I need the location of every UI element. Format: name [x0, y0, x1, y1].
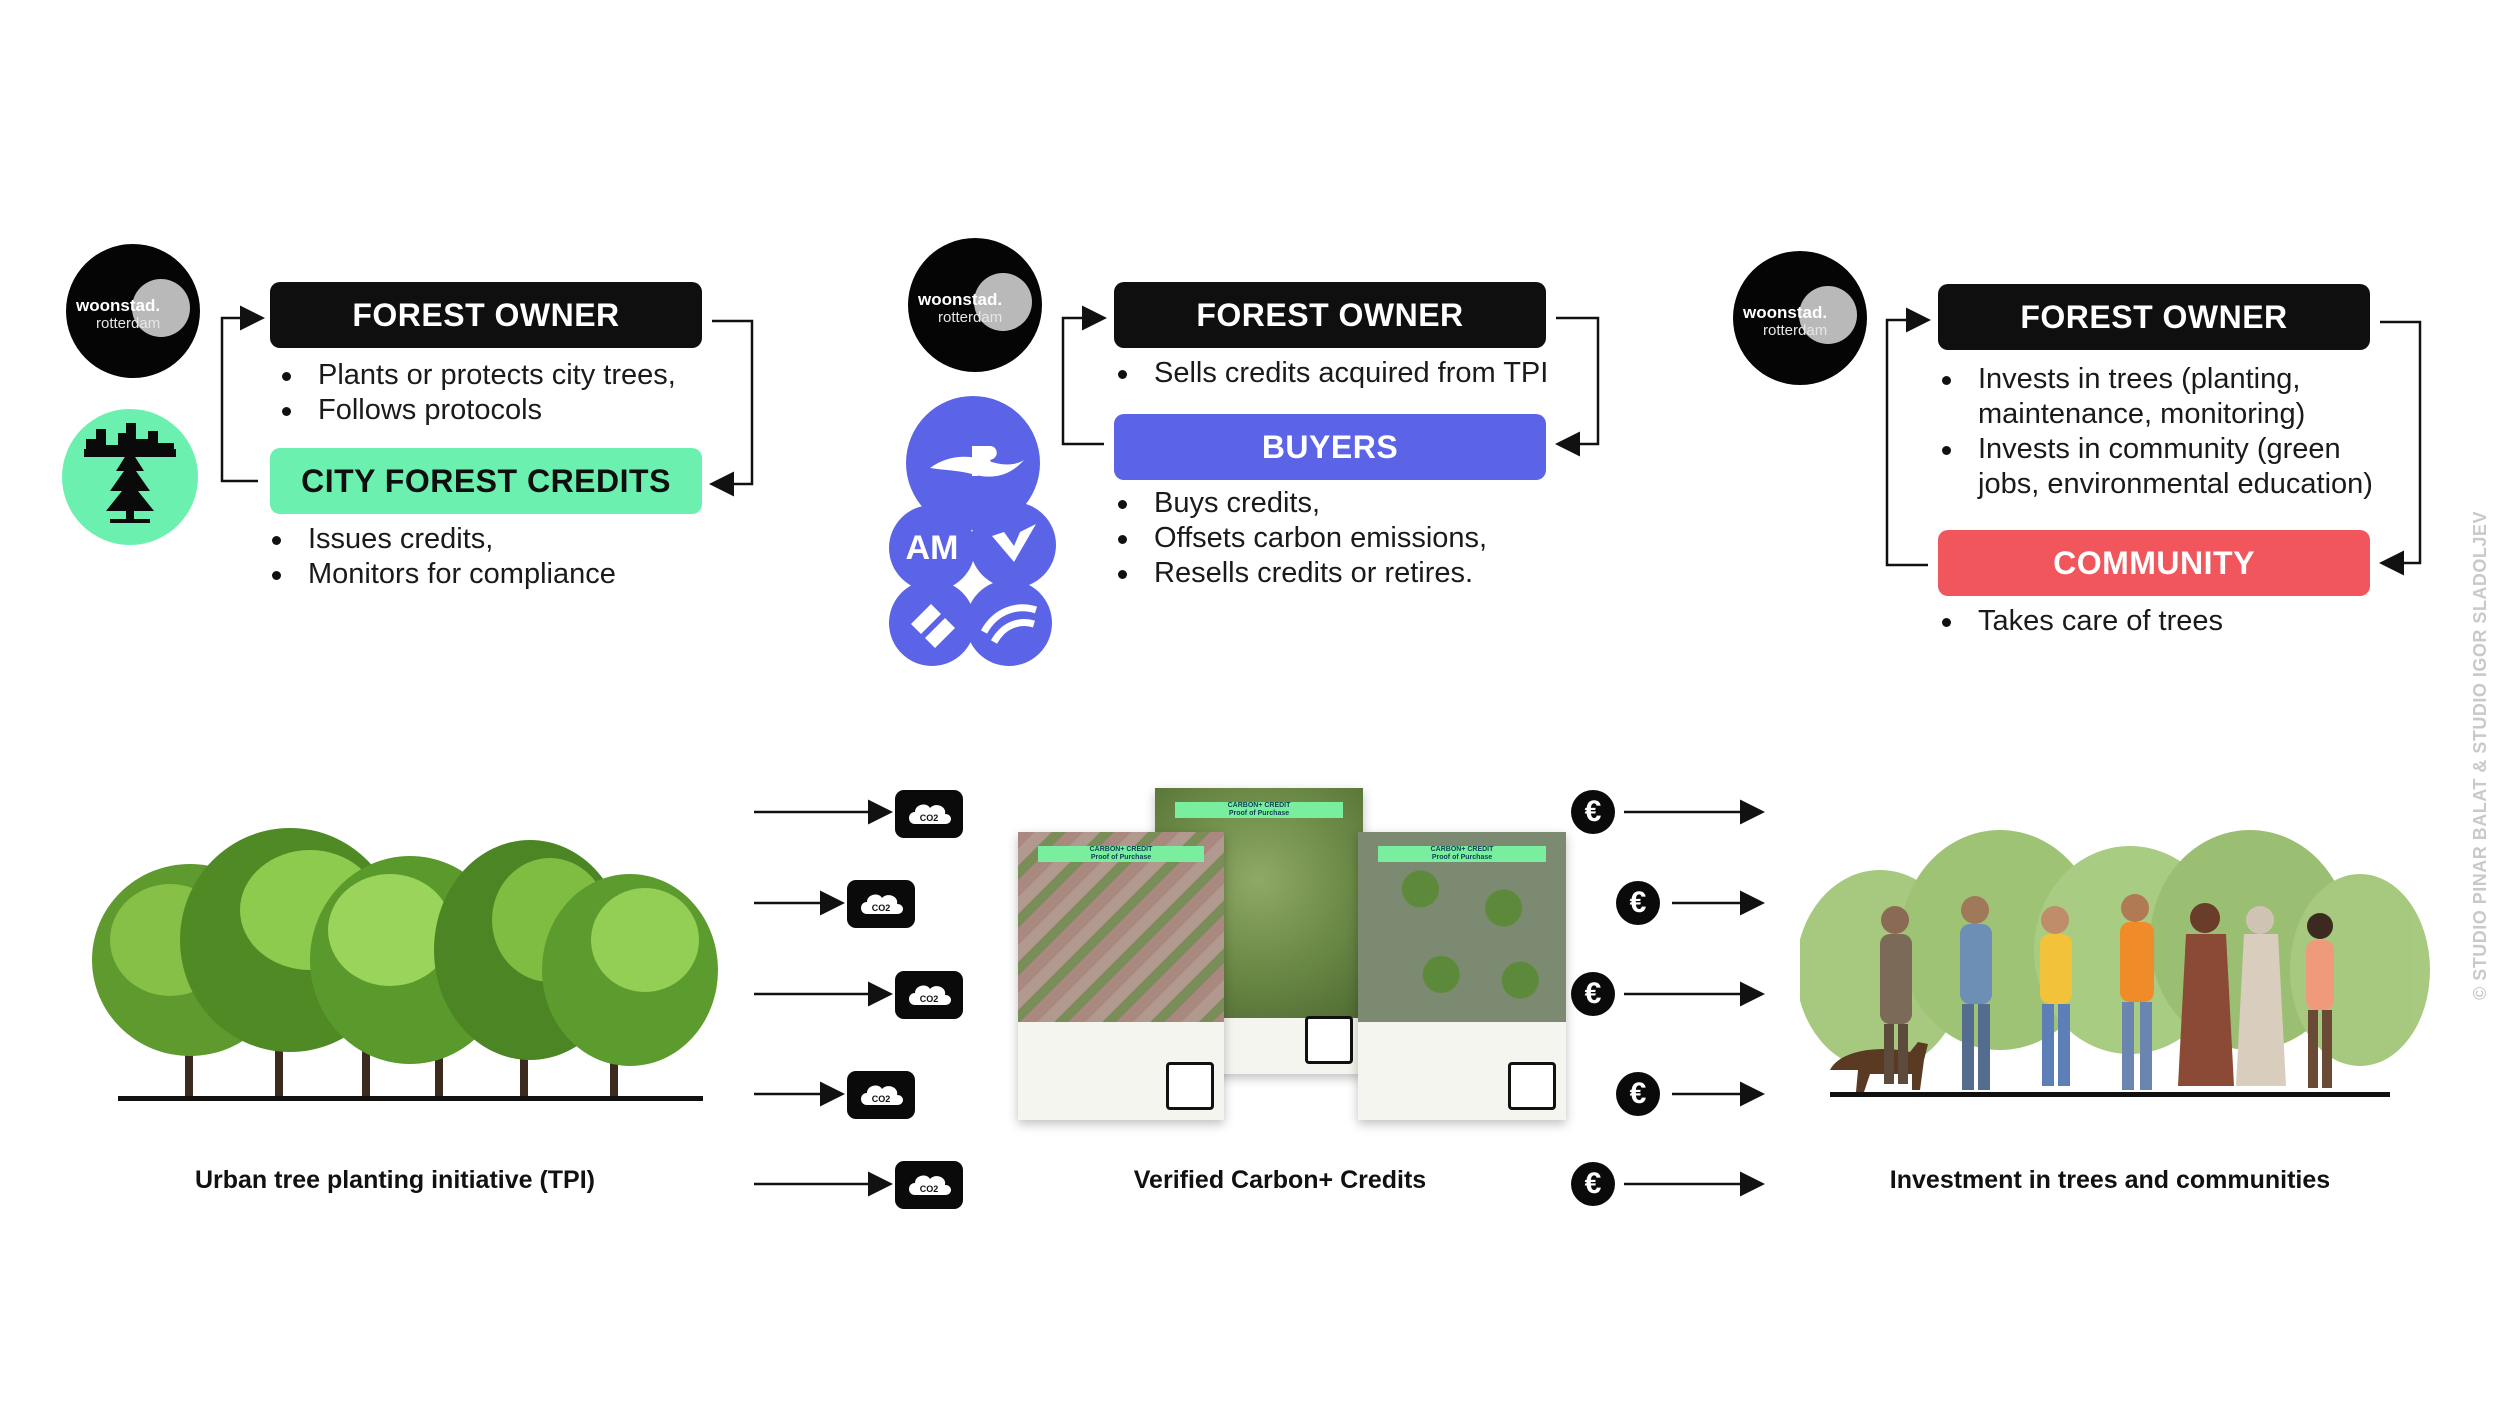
buyer-logo-wave	[966, 580, 1052, 666]
forest-owner-bullets-1: Plants or protects city trees, Follows p…	[270, 358, 710, 428]
svg-text:CO2: CO2	[872, 903, 891, 913]
city-forest-logo	[62, 409, 198, 545]
woonstad-logo-2: woonstad. rotterdam	[908, 238, 1042, 372]
buyer-logo-am: AM	[889, 505, 975, 591]
euro-icon: €	[1616, 881, 1660, 925]
bullet: Issues credits,	[260, 522, 700, 557]
copyright-watermark: © STUDIO PINAR BALAT & STUDIO IGOR SLADO…	[2470, 511, 2490, 1000]
euro-icon: €	[1616, 1072, 1660, 1116]
credit-seal-icon	[1305, 1016, 1353, 1064]
buyers-bullets: Buys credits, Offsets carbon emissions, …	[1106, 486, 1566, 591]
investment-caption: Investment in trees and communities	[1889, 1166, 2331, 1194]
euro-icon: €	[1571, 790, 1615, 834]
urban-trees-illustration	[92, 828, 718, 1101]
community-box: COMMUNITY	[1938, 530, 2370, 596]
forest-owner-box-2: FOREST OWNER	[1114, 282, 1546, 348]
co2-cloud-icon: CO2	[895, 790, 963, 838]
bullet: Buys credits,	[1106, 486, 1566, 521]
bullet: Plants or protects city trees,	[270, 358, 710, 393]
co2-cloud-icon: CO2	[847, 880, 915, 928]
credit-seal-icon	[1508, 1062, 1556, 1110]
buyers-box: BUYERS	[1114, 414, 1546, 480]
buyer-logo-am-text: AM	[905, 528, 959, 567]
bullet: Offsets carbon emissions,	[1106, 521, 1566, 556]
svg-text:CO2: CO2	[872, 1094, 891, 1104]
forest-owner-bullets-2: Sells credits acquired from TPI	[1106, 356, 1566, 391]
city-forest-credits-bullets: Issues credits, Monitors for compliance	[260, 522, 700, 592]
bullet: Takes care of trees	[1930, 604, 2400, 639]
co2-cloud-icon: CO2	[847, 1071, 915, 1119]
forest-owner-box-1: FOREST OWNER	[270, 282, 702, 348]
woonstad-logo-1: woonstad. rotterdam	[66, 244, 200, 378]
community-bullets: Takes care of trees	[1930, 604, 2400, 639]
credit-seal-icon	[1166, 1062, 1214, 1110]
bullet: Follows protocols	[270, 393, 710, 428]
svg-text:CO2: CO2	[920, 1184, 939, 1194]
woonstad-logo-3: woonstad. rotterdam	[1733, 251, 1867, 385]
svg-text:CO2: CO2	[920, 994, 939, 1004]
buyer-logo-arrows	[970, 502, 1056, 588]
bullet: Sells credits acquired from TPI	[1106, 356, 1566, 391]
euro-icon: €	[1571, 972, 1615, 1016]
bullet: Invests in community (green jobs, enviro…	[1930, 432, 2400, 502]
bullet: Resells credits or retires.	[1106, 556, 1566, 591]
bullet: Monitors for compliance	[260, 557, 700, 592]
forest-owner-bullets-3: Invests in trees (planting, maintenance,…	[1930, 362, 2400, 502]
forest-owner-box-3: FOREST OWNER	[1938, 284, 2370, 350]
co2-cloud-icon: CO2	[895, 1161, 963, 1209]
euro-icon: €	[1571, 1162, 1615, 1206]
bullet: Invests in trees (planting, maintenance,…	[1930, 362, 2400, 432]
co2-cloud-icon: CO2	[895, 971, 963, 1019]
trees-caption: Urban tree planting initiative (TPI)	[194, 1166, 596, 1194]
city-forest-credits-box: CITY FOREST CREDITS	[270, 448, 702, 514]
community-people-illustration	[1800, 830, 2430, 1097]
credits-caption: Verified Carbon+ Credits	[1133, 1166, 1427, 1194]
svg-text:CO2: CO2	[920, 813, 939, 823]
buyer-logo-blocks	[889, 580, 975, 666]
